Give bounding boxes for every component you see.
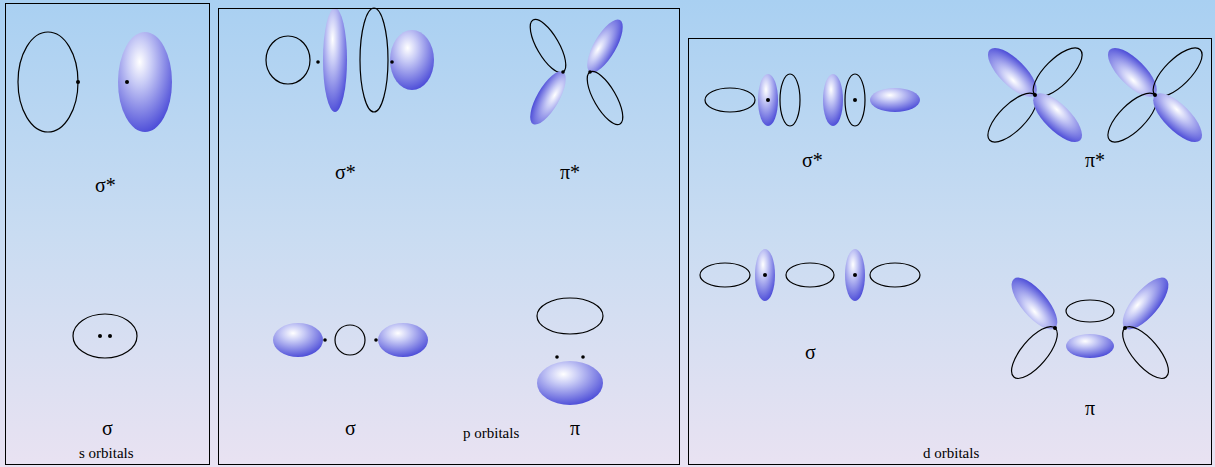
orbital-lobe [845, 249, 865, 301]
nucleus-dot [581, 355, 585, 359]
orbital-lobe [981, 86, 1045, 150]
orbital-symbol: σ* [95, 174, 116, 196]
nucleus-dot [561, 70, 565, 74]
nucleus-dot [1153, 93, 1157, 97]
orbital-lobe [981, 41, 1045, 105]
orbital-lobe [1066, 334, 1114, 358]
orbital-lobe [758, 74, 778, 126]
orbital-lobe [1101, 86, 1165, 150]
orbital-lobe [1004, 320, 1065, 386]
orbital-lobe [1066, 300, 1114, 322]
orbital-symbol: π* [560, 161, 580, 183]
orbital-lobe [1146, 41, 1210, 105]
nucleus-dot [555, 355, 559, 359]
orbital-lobe [1146, 86, 1210, 150]
orbital-lobe [1115, 271, 1176, 337]
orbital-symbol: π [570, 417, 580, 439]
nucleus-dot [763, 273, 767, 277]
orbital-lobe [755, 249, 775, 301]
orbital-lobe [523, 15, 572, 78]
nucleus-dot [108, 334, 112, 338]
orbital-lobe [360, 8, 388, 112]
orbital-lobe [1004, 271, 1065, 337]
orbital-lobe [523, 67, 572, 130]
nucleus-dot [125, 80, 129, 84]
nucleus-dot [1053, 326, 1057, 330]
nucleus-dot [766, 98, 770, 102]
orbital-lobe [266, 36, 310, 84]
orbital-lobe [780, 74, 800, 126]
orbital-symbol: π [1085, 397, 1095, 419]
panel-caption: s orbitals [79, 445, 134, 462]
orbital-panel: d orbitals [688, 38, 1212, 465]
nucleus-dot [1033, 93, 1037, 97]
orbital-symbol: σ [345, 417, 356, 439]
nucleus-dot [853, 98, 857, 102]
orbital-lobe [1115, 320, 1176, 386]
orbital-panel: p orbitals [218, 8, 680, 465]
nucleus-dot [76, 80, 80, 84]
orbital-lobe [118, 32, 172, 132]
orbital-lobe [580, 67, 629, 130]
orbital-lobe [18, 32, 78, 132]
orbital-symbol: σ* [802, 149, 823, 171]
nucleus-dot [588, 70, 592, 74]
orbital-lobe [786, 263, 834, 287]
panel-caption: p orbitals [463, 425, 519, 442]
orbital-lobe [1101, 41, 1165, 105]
orbital-symbol: σ [102, 417, 113, 439]
orbital-lobe [335, 325, 365, 355]
orbital-lobe [73, 314, 137, 358]
orbital-lobe [823, 74, 843, 126]
nucleus-dot [853, 273, 857, 277]
orbital-lobe [1026, 86, 1090, 150]
orbital-lobe [273, 323, 323, 357]
orbital-symbol: π* [1085, 149, 1105, 171]
orbital-lobe [378, 323, 428, 357]
panel-caption: d orbitals [923, 445, 979, 462]
nucleus-dot [374, 338, 378, 342]
orbital-panel: s orbitals [5, 3, 210, 465]
orbital-lobe [870, 263, 920, 287]
orbital-lobe [870, 88, 920, 112]
nucleus-dot [390, 60, 394, 64]
nucleus-dot [323, 338, 327, 342]
orbital-lobe [845, 74, 865, 126]
orbital-lobe [705, 88, 755, 112]
nucleus-dot [316, 60, 320, 64]
orbital-symbol: σ [805, 341, 816, 363]
orbital-symbol: σ* [335, 161, 356, 183]
nucleus-dot [1123, 326, 1127, 330]
orbital-lobe [700, 263, 750, 287]
nucleus-dot [98, 334, 102, 338]
orbital-lobe [537, 298, 603, 334]
orbital-lobe [1026, 41, 1090, 105]
orbital-lobe [537, 361, 603, 405]
orbital-lobe [323, 8, 347, 112]
orbital-lobe [390, 30, 434, 90]
orbital-lobe [580, 15, 629, 78]
